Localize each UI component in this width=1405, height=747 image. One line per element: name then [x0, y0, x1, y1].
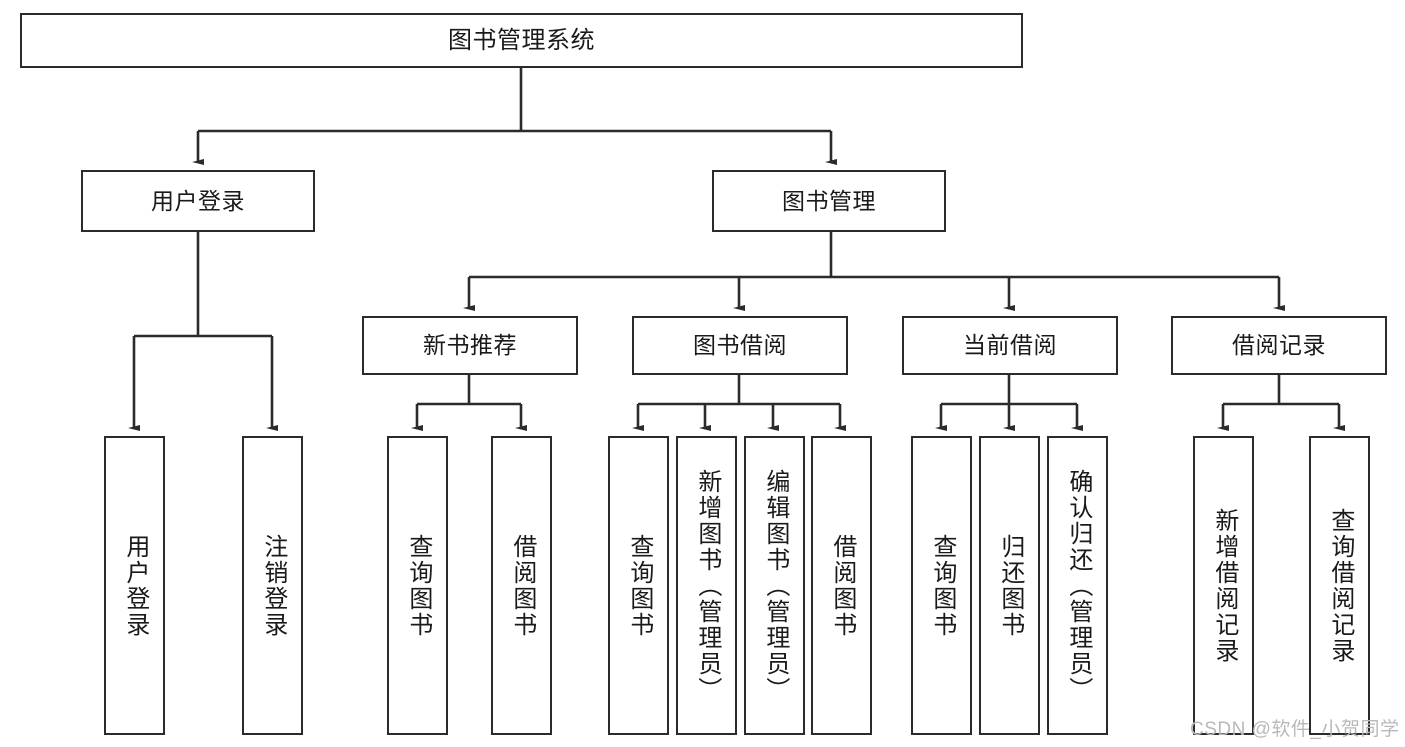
node-leaf-query-book-2[interactable]: 查询图书	[608, 436, 669, 735]
node-leaf-user-login[interactable]: 用户登录	[104, 436, 165, 735]
node-leaf-logout-login[interactable]: 注销登录	[242, 436, 303, 735]
node-user-login[interactable]: 用户登录	[81, 170, 315, 232]
node-root-label: 图书管理系统	[448, 26, 595, 54]
node-leaf-return-book-label: 归还图书	[996, 533, 1024, 638]
node-leaf-add-record[interactable]: 新增借阅记录	[1193, 436, 1254, 735]
node-leaf-user-login-label: 用户登录	[121, 533, 149, 638]
node-leaf-borrow-book-2[interactable]: 借阅图书	[811, 436, 872, 735]
node-leaf-confirm-return-label: 确认归还（管理员）	[1064, 468, 1092, 703]
node-current-borrow-label: 当前借阅	[963, 332, 1057, 359]
node-leaf-edit-book[interactable]: 编辑图书（管理员）	[744, 436, 805, 735]
node-new-book-rec[interactable]: 新书推荐	[362, 316, 578, 375]
node-leaf-edit-book-label: 编辑图书（管理员）	[761, 468, 789, 703]
node-leaf-return-book[interactable]: 归还图书	[979, 436, 1040, 735]
node-user-login-label: 用户登录	[151, 187, 245, 214]
node-leaf-add-book[interactable]: 新增图书（管理员）	[676, 436, 737, 735]
node-new-book-rec-label: 新书推荐	[423, 332, 517, 359]
node-leaf-borrow-book-1-label: 借阅图书	[508, 533, 536, 638]
node-book-borrow[interactable]: 图书借阅	[632, 316, 848, 375]
node-borrow-record[interactable]: 借阅记录	[1171, 316, 1387, 375]
node-book-manage[interactable]: 图书管理	[712, 170, 946, 232]
node-borrow-record-label: 借阅记录	[1232, 332, 1326, 359]
node-leaf-query-record[interactable]: 查询借阅记录	[1309, 436, 1370, 735]
node-book-borrow-label: 图书借阅	[693, 332, 787, 359]
node-leaf-add-record-label: 新增借阅记录	[1210, 507, 1238, 664]
node-leaf-query-record-label: 查询借阅记录	[1326, 507, 1354, 664]
node-leaf-borrow-book-2-label: 借阅图书	[828, 533, 856, 638]
node-leaf-confirm-return[interactable]: 确认归还（管理员）	[1047, 436, 1108, 735]
watermark: CSDN @软件_小贺同学	[1190, 719, 1400, 740]
node-book-manage-label: 图书管理	[782, 187, 876, 214]
node-current-borrow[interactable]: 当前借阅	[902, 316, 1118, 375]
node-leaf-query-book-3[interactable]: 查询图书	[911, 436, 972, 735]
node-leaf-query-book-3-label: 查询图书	[928, 533, 956, 638]
node-leaf-borrow-book-1[interactable]: 借阅图书	[491, 436, 552, 735]
node-leaf-query-book-1-label: 查询图书	[404, 533, 432, 638]
node-leaf-add-book-label: 新增图书（管理员）	[693, 468, 721, 703]
node-leaf-query-book-1[interactable]: 查询图书	[387, 436, 448, 735]
node-leaf-logout-login-label: 注销登录	[259, 533, 287, 638]
node-leaf-query-book-2-label: 查询图书	[625, 533, 653, 638]
node-root[interactable]: 图书管理系统	[20, 13, 1023, 68]
